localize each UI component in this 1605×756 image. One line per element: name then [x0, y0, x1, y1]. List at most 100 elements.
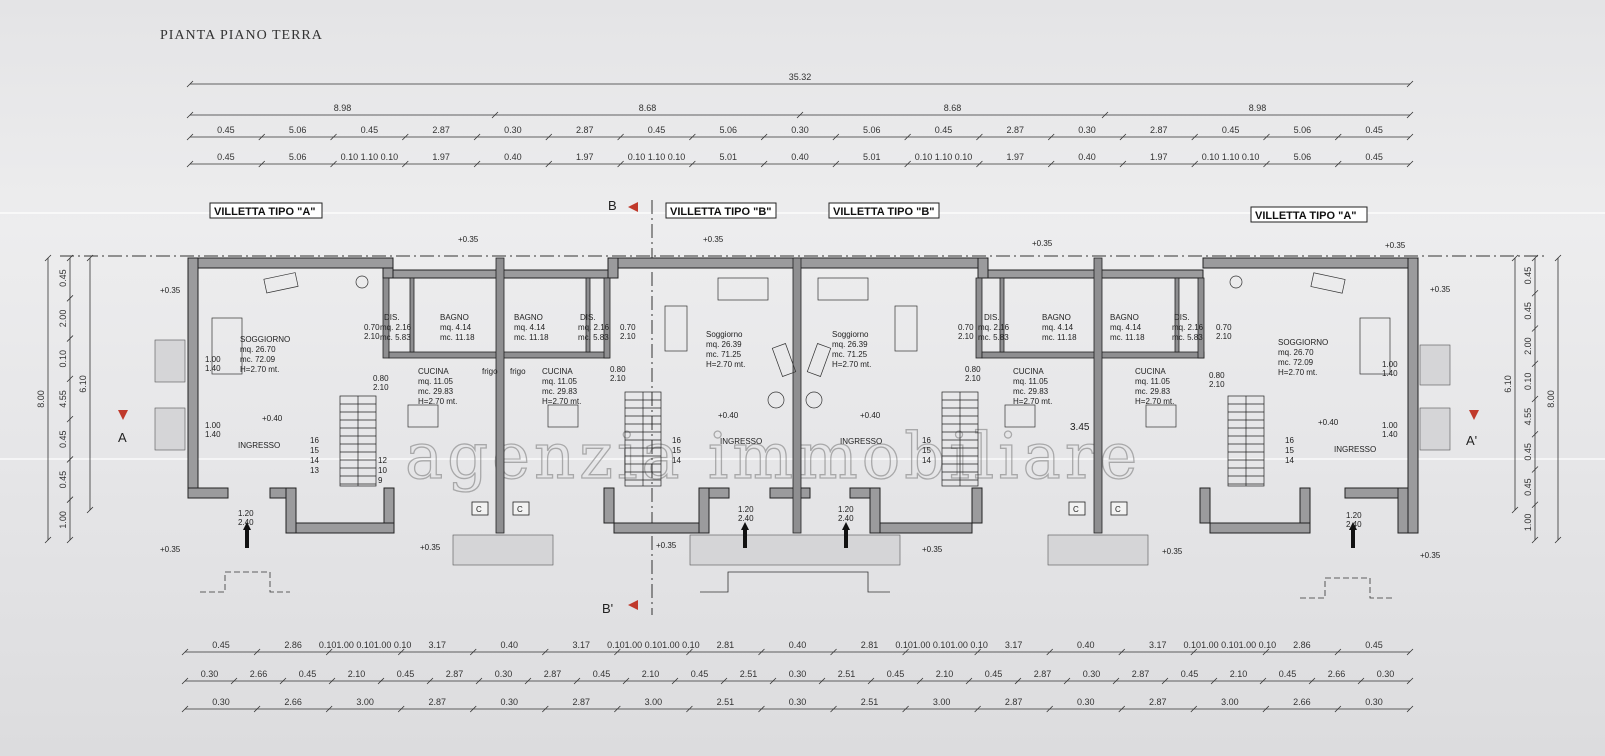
svg-text:DIS.: DIS.	[384, 313, 400, 322]
svg-text:2.10: 2.10	[958, 332, 974, 341]
svg-text:mc. 11.18: mc. 11.18	[514, 333, 549, 342]
dim-detail: 0.30	[495, 669, 513, 679]
dim-detail: 0.40	[1077, 640, 1095, 650]
svg-text:+0.35: +0.35	[420, 543, 441, 552]
unit-labels: VILLETTA TIPO "A" VILLETTA TIPO "B" VILL…	[209, 202, 1368, 223]
svg-text:BAGNO: BAGNO	[514, 313, 543, 322]
svg-text:BAGNO: BAGNO	[1042, 313, 1071, 322]
svg-text:2.10: 2.10	[1216, 332, 1232, 341]
svg-text:H=2.70 mt.: H=2.70 mt.	[1278, 368, 1317, 377]
dim-detail: 2.87	[1007, 125, 1025, 135]
svg-text:2.10: 2.10	[1209, 380, 1225, 389]
dim-detail: 3.17	[1149, 640, 1167, 650]
svg-text:CUCINA: CUCINA	[1135, 367, 1166, 376]
svg-text:1.00: 1.00	[1382, 421, 1398, 430]
dim-detail: 0.30	[212, 697, 230, 707]
svg-text:0.70: 0.70	[958, 323, 974, 332]
svg-text:Soggiorno: Soggiorno	[832, 330, 869, 339]
svg-text:0.70: 0.70	[620, 323, 636, 332]
dim-detail: 1.97	[432, 152, 450, 162]
dim-detail: 0.10 1.10 0.10	[1202, 152, 1260, 162]
svg-text:H=2.70 mt.: H=2.70 mt.	[418, 397, 457, 406]
svg-text:mc. 71.25: mc. 71.25	[832, 350, 868, 359]
svg-text:H=2.70 mt.: H=2.70 mt.	[1135, 397, 1174, 406]
svg-text:2.40: 2.40	[1346, 520, 1362, 529]
dim-detail: 3.17	[428, 640, 446, 650]
dim-detail: 0.30	[504, 125, 522, 135]
svg-text:mq. 26.70: mq. 26.70	[240, 345, 276, 354]
left-dimension-lines: 8.006.100.452.000.104.550.450.451.00	[36, 254, 94, 544]
svg-text:mc. 11.18: mc. 11.18	[1042, 333, 1077, 342]
dim-detail: 0.45	[1279, 669, 1297, 679]
svg-text:15: 15	[672, 446, 681, 455]
svg-text:BAGNO: BAGNO	[1110, 313, 1139, 322]
svg-text:2.10: 2.10	[965, 374, 981, 383]
dim-detail: 2.51	[861, 697, 879, 707]
dim-detail: 3.17	[1005, 640, 1023, 650]
svg-text:mc. 5.83: mc. 5.83	[1172, 333, 1203, 342]
dim-detail: 0.30	[1078, 125, 1096, 135]
svg-text:0.80: 0.80	[373, 374, 389, 383]
dim-detail: 2.66	[250, 669, 268, 679]
svg-text:mq. 26.70: mq. 26.70	[1278, 348, 1314, 357]
svg-text:15: 15	[1285, 446, 1294, 455]
dim-detail: 0.45	[217, 152, 235, 162]
svg-text:Soggiorno: Soggiorno	[706, 330, 743, 339]
dim-unit-width: 8.68	[944, 103, 962, 113]
dim-detail: 5.01	[863, 152, 881, 162]
drawing-title: PIANTA PIANO TERRA	[160, 28, 323, 43]
svg-text:mq. 4.14: mq. 4.14	[514, 323, 546, 332]
svg-text:mq. 2.16: mq. 2.16	[1172, 323, 1204, 332]
dim-detail: 0.45	[217, 125, 235, 135]
svg-text:+0.35: +0.35	[160, 545, 181, 554]
dim-detail: 1.97	[1007, 152, 1025, 162]
svg-text:mq. 11.05: mq. 11.05	[542, 377, 578, 386]
dim-detail: 0.45	[1365, 125, 1383, 135]
svg-text:mc. 29.83: mc. 29.83	[418, 387, 454, 396]
svg-text:mc. 71.25: mc. 71.25	[706, 350, 742, 359]
dim-detail: 5.06	[863, 125, 881, 135]
dim-detail: 2.87	[1150, 125, 1168, 135]
dim-detail: 0.45	[58, 269, 68, 287]
dim-detail: 5.06	[289, 152, 307, 162]
svg-text:SOGGIORNO: SOGGIORNO	[1278, 338, 1328, 347]
building-walls	[187, 257, 1419, 534]
svg-text:1.40: 1.40	[205, 364, 221, 373]
svg-text:mq. 11.05: mq. 11.05	[418, 377, 454, 386]
dim-detail: 2.10	[642, 669, 660, 679]
dim-detail: 0.30	[1077, 697, 1095, 707]
svg-text:mq. 11.05: mq. 11.05	[1013, 377, 1049, 386]
svg-text:+0.40: +0.40	[262, 414, 283, 423]
dim-detail: 0.30	[1365, 697, 1383, 707]
dim-detail: 0.45	[1523, 267, 1533, 285]
svg-text:2.10: 2.10	[610, 374, 626, 383]
watermark-text: agenzia immobiliare	[405, 420, 1141, 494]
svg-text:+0.40: +0.40	[718, 411, 739, 420]
svg-text:C: C	[476, 505, 482, 514]
svg-text:14: 14	[922, 456, 931, 465]
svg-text:9: 9	[378, 476, 383, 485]
svg-text:1.40: 1.40	[205, 430, 221, 439]
svg-text:+0.35: +0.35	[922, 545, 943, 554]
dim-detail: 0.45	[212, 640, 230, 650]
svg-text:+0.40: +0.40	[860, 411, 881, 420]
dim-detail: 2.87	[446, 669, 464, 679]
dim-detail: 3.00	[645, 697, 663, 707]
dim-detail: 5.06	[289, 125, 307, 135]
dim-detail: 1.97	[1150, 152, 1168, 162]
dim-depth: 8.00	[1546, 390, 1556, 408]
interior-walls	[382, 257, 1205, 534]
svg-text:+0.35: +0.35	[703, 235, 724, 244]
svg-text:1.40: 1.40	[1382, 430, 1398, 439]
svg-text:C: C	[1073, 505, 1079, 514]
dim-detail: 0.10 1.10 0.10	[915, 152, 973, 162]
svg-text:2.10: 2.10	[373, 383, 389, 392]
dim-detail: 2.10	[936, 669, 954, 679]
svg-text:1.40: 1.40	[1382, 369, 1398, 378]
svg-text:mc. 5.83: mc. 5.83	[380, 333, 411, 342]
svg-text:+0.35: +0.35	[1032, 239, 1053, 248]
dim-detail: 0.45	[985, 669, 1003, 679]
dim-detail: 2.87	[1005, 697, 1023, 707]
